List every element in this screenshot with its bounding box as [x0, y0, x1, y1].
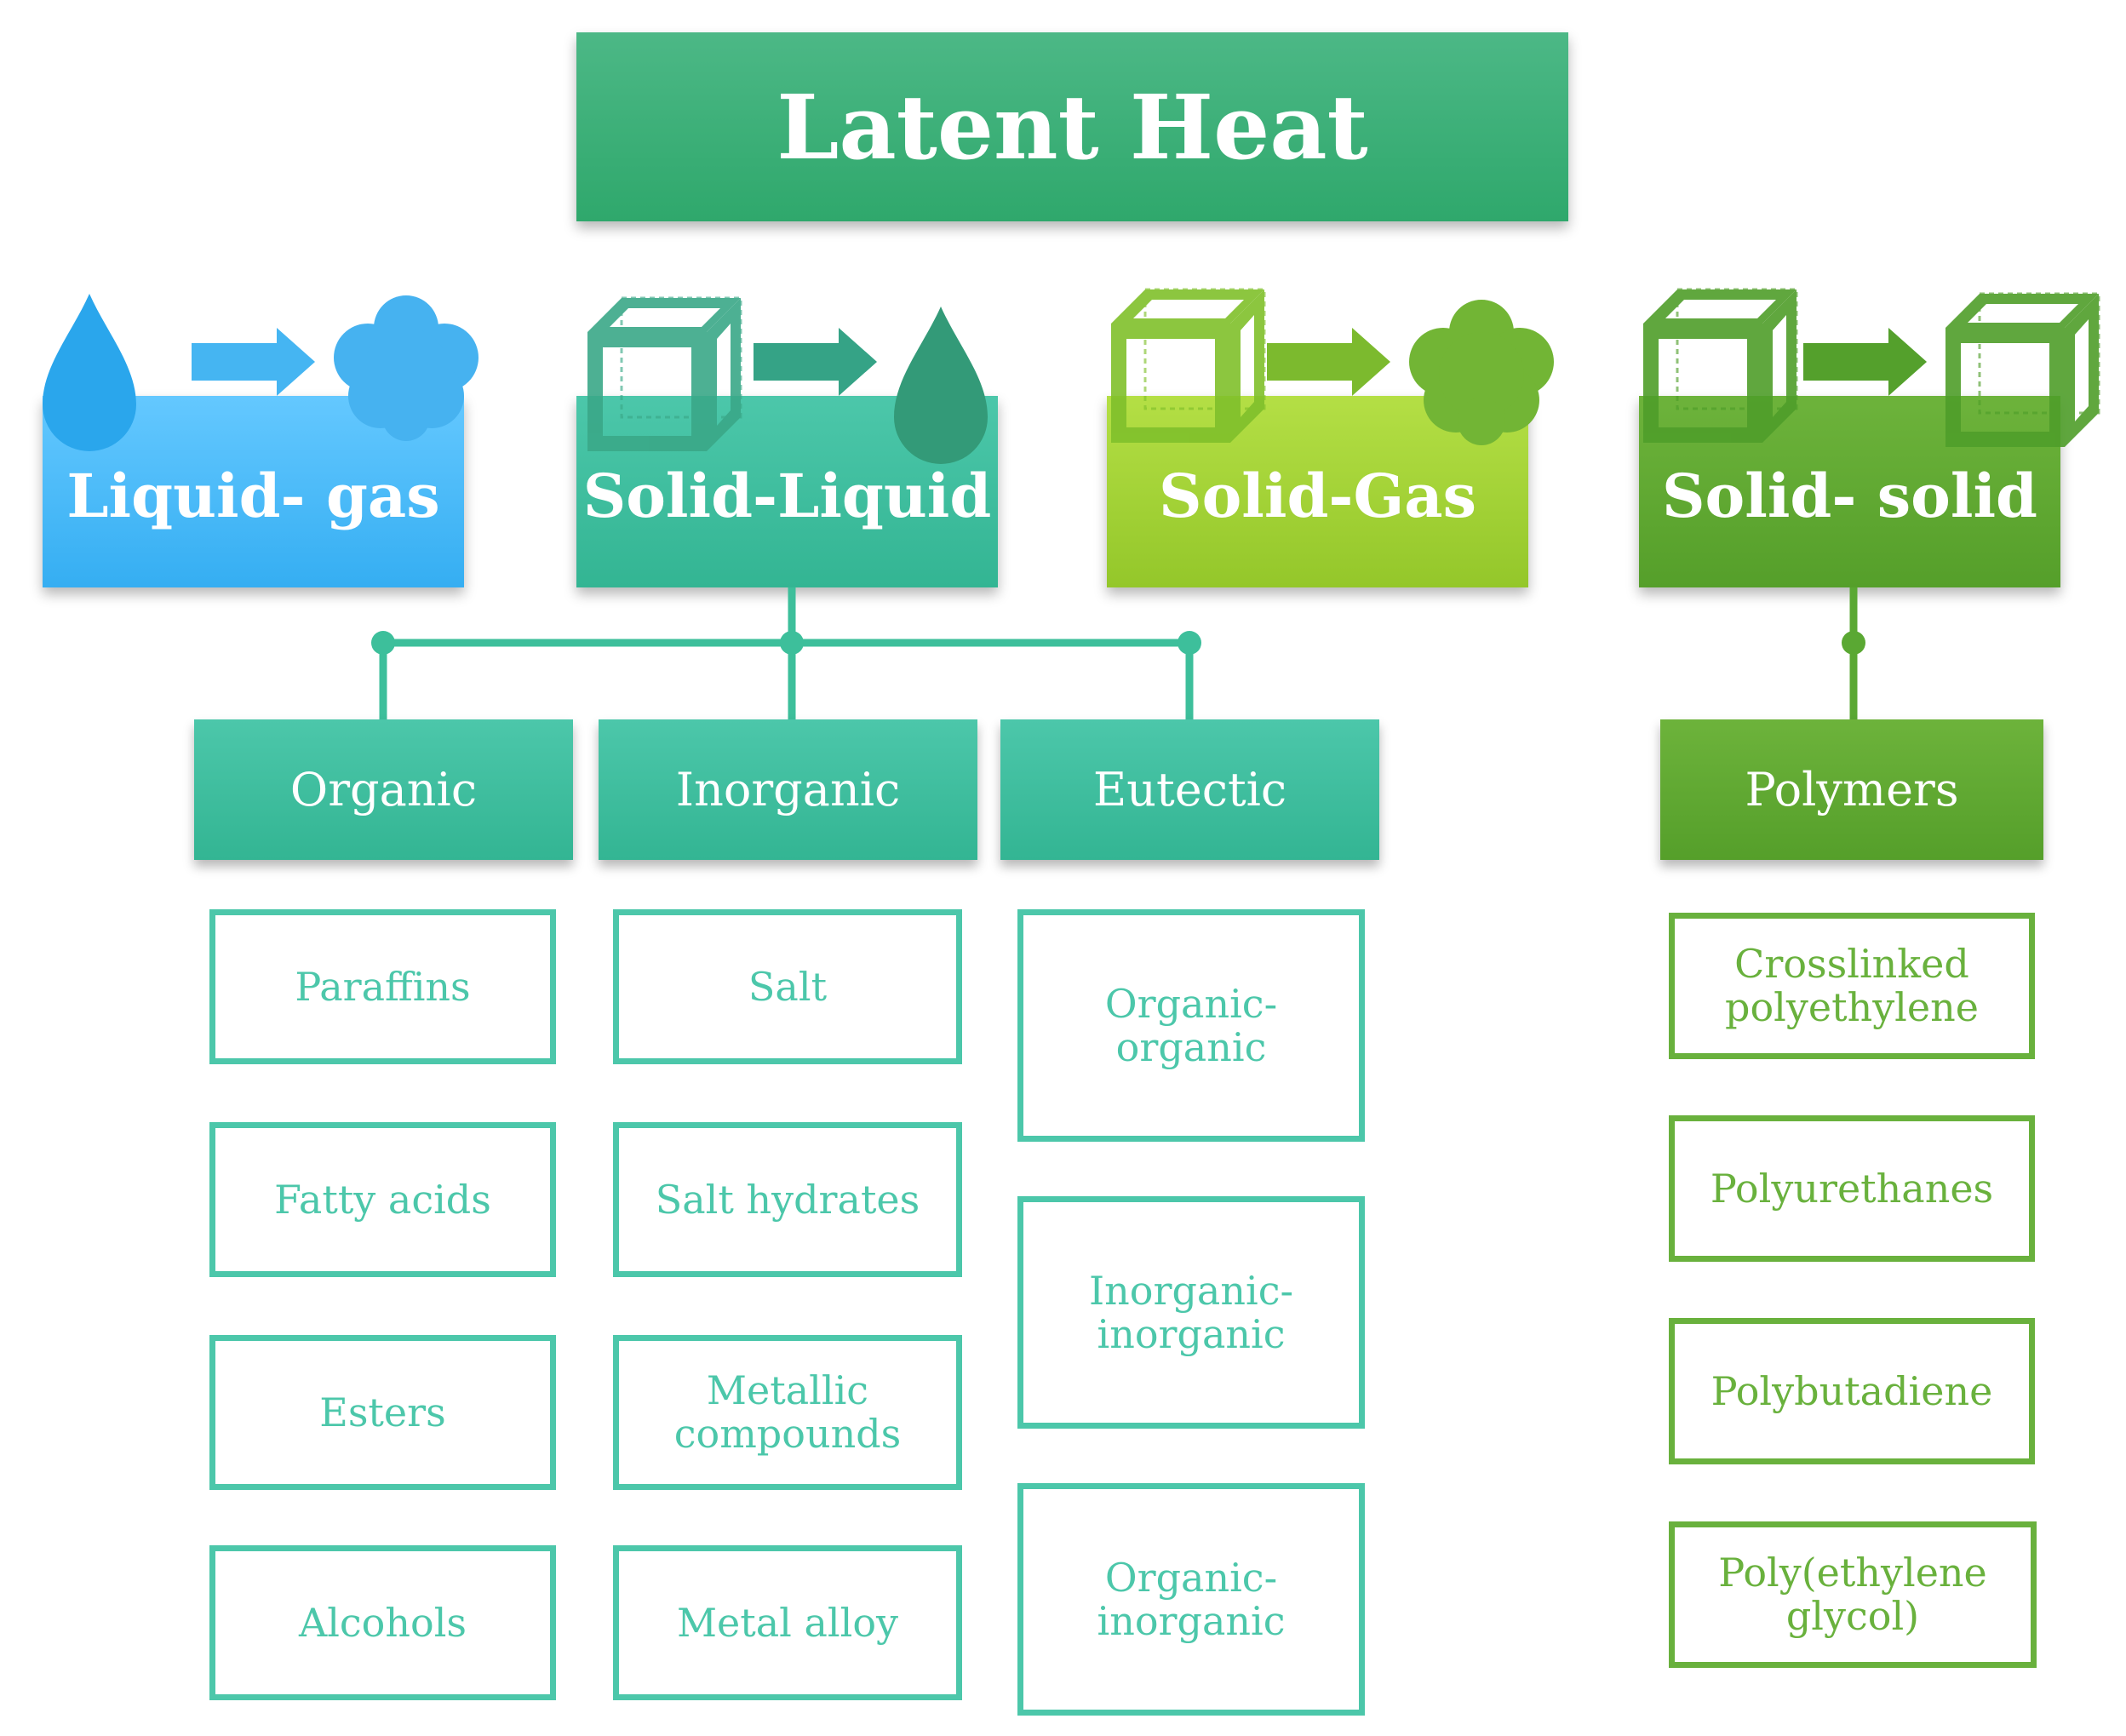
cloud-icon: [334, 295, 478, 441]
drop-icon: [43, 294, 136, 451]
leaf-paraffins: Paraffins: [209, 909, 556, 1064]
cube-icon: [1944, 292, 2100, 449]
leaf-fatty-acids: Fatty acids: [209, 1122, 556, 1277]
subcategory-polymers: Polymers: [1660, 719, 2043, 860]
arrow-right-icon: [192, 328, 315, 396]
subcategory-eutectic: Eutectic: [1000, 719, 1379, 860]
leaf-metal-alloy: Metal alloy: [613, 1545, 962, 1700]
arrow-right-icon: [754, 328, 877, 396]
leaf-inorganic-inorganic: Inorganic- inorganic: [1017, 1196, 1365, 1429]
leaf-salt-hydrates: Salt hydrates: [613, 1122, 962, 1277]
solid-solid-connector: [1842, 587, 1865, 719]
leaf-alcohols: Alcohols: [209, 1545, 556, 1700]
leaf-esters: Esters: [209, 1335, 556, 1490]
solid-liquid-connector: [371, 587, 1201, 719]
subcategory-inorganic: Inorganic: [599, 719, 977, 860]
leaf-salt: Salt: [613, 909, 962, 1064]
diagram-title: Latent Heat: [576, 32, 1568, 221]
drop-icon: [894, 307, 988, 464]
leaf-polybutadiene: Polybutadiene: [1669, 1318, 2035, 1464]
leaf-organic-organic: Organic- organic: [1017, 909, 1365, 1142]
arrow-right-icon: [1267, 328, 1390, 396]
cube-icon: [1109, 288, 1266, 444]
cloud-icon: [1409, 300, 1554, 445]
leaf-organic-inorganic: Organic- inorganic: [1017, 1483, 1365, 1716]
leaf-poly-ethylene-glycol: Poly(ethylene glycol): [1669, 1521, 2037, 1668]
leaf-metallic-compounds: Metallic compounds: [613, 1335, 962, 1490]
cube-icon: [1642, 288, 1798, 444]
subcategory-organic: Organic: [194, 719, 573, 860]
leaf-polyurethanes: Polyurethanes: [1669, 1115, 2035, 1262]
cube-icon: [586, 296, 742, 453]
category-solid-liquid: Solid-Liquid: [576, 396, 998, 587]
arrow-right-icon: [1803, 328, 1927, 396]
leaf-crosslinked-polyethylene: Crosslinked polyethylene: [1669, 913, 2035, 1059]
